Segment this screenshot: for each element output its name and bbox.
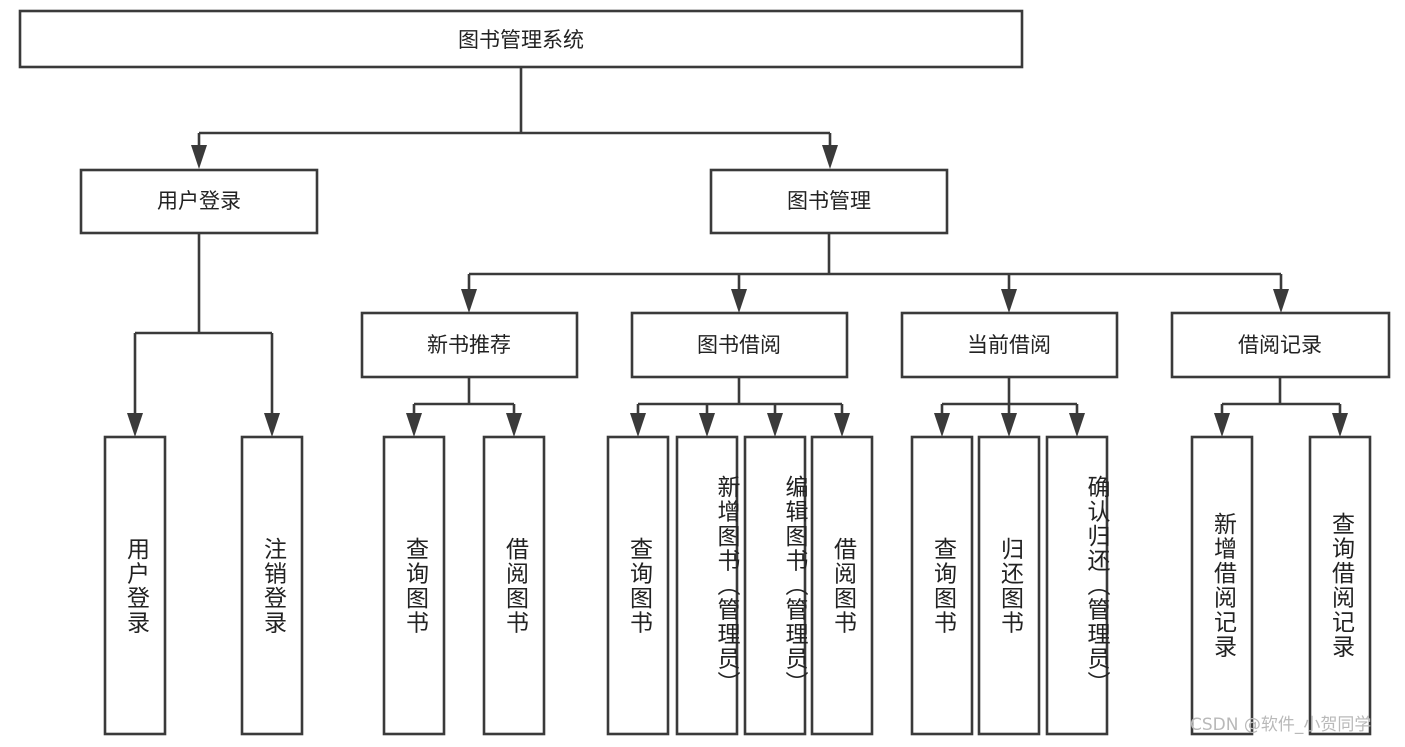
node-user-login-label: 用户登录 <box>157 189 241 213</box>
leaf-box-new-book-recommend-1[interactable] <box>482 435 546 736</box>
leaf-box-user-login-0[interactable] <box>103 435 167 736</box>
node-book-borrow-label: 图书借阅 <box>697 333 781 357</box>
node-new-book-recommend-box[interactable] <box>360 311 579 379</box>
arrow-head-icon <box>699 413 715 437</box>
arrow-head-icon <box>406 413 422 437</box>
arrow-head-icon <box>1332 413 1348 437</box>
node-current-borrow-label: 当前借阅 <box>967 333 1051 357</box>
leaf-box-book-borrow-0[interactable] <box>606 435 670 736</box>
arrow-head-icon <box>264 413 280 437</box>
arrow-head-icon <box>1001 289 1017 313</box>
node-new-book-recommend[interactable]: 新书推荐 <box>360 311 579 379</box>
leaf-box-borrow-record-0[interactable] <box>1190 435 1254 736</box>
connector-new-book-recommend-to-leaves <box>406 377 522 437</box>
arrow-head-icon <box>1069 413 1085 437</box>
node-user-login-box[interactable] <box>79 168 319 235</box>
connector-borrow-record-to-leaves <box>1214 377 1348 437</box>
arrow-head-icon <box>461 289 477 313</box>
leaf-box-current-borrow-0[interactable] <box>910 435 974 736</box>
arrow-head-icon <box>1001 413 1017 437</box>
node-root-label: 图书管理系统 <box>458 28 584 52</box>
node-borrow-record-label: 借阅记录 <box>1238 333 1322 357</box>
node-book-borrow[interactable]: 图书借阅 <box>630 311 849 379</box>
leaf-box-book-borrow-3[interactable] <box>810 435 874 736</box>
leaf-box-current-borrow-2[interactable] <box>1045 435 1109 736</box>
leaf-box-new-book-recommend-0[interactable] <box>382 435 446 736</box>
node-current-borrow-box[interactable] <box>900 311 1119 379</box>
arrow-head-icon <box>767 413 783 437</box>
connector-current-borrow-to-leaves <box>934 377 1085 437</box>
leaf-box-book-borrow-2[interactable] <box>743 435 807 736</box>
arrow-head-icon <box>191 145 207 169</box>
leaf-box-user-login-1[interactable] <box>240 435 304 736</box>
arrow-head-icon <box>630 413 646 437</box>
leaf-box-borrow-record-1[interactable] <box>1308 435 1372 736</box>
arrow-head-icon <box>834 413 850 437</box>
node-book-management-label: 图书管理 <box>787 189 871 213</box>
connector-book-management-to-level3 <box>461 233 1289 313</box>
arrow-head-icon <box>1273 289 1289 313</box>
node-book-management[interactable]: 图书管理 <box>709 168 949 235</box>
node-root-box[interactable] <box>18 9 1024 69</box>
arrow-head-icon <box>506 413 522 437</box>
arrow-head-icon <box>1214 413 1230 437</box>
leaf-box-current-borrow-1[interactable] <box>977 435 1041 736</box>
connector-book-borrow-to-leaves <box>630 377 850 437</box>
node-current-borrow[interactable]: 当前借阅 <box>900 311 1119 379</box>
leaf-box-book-borrow-1[interactable] <box>675 435 739 736</box>
watermark: CSDN @软件_小贺同学 <box>1190 715 1372 735</box>
arrow-head-icon <box>934 413 950 437</box>
connector-root-to-level2 <box>191 67 838 169</box>
node-borrow-record[interactable]: 借阅记录 <box>1170 311 1391 379</box>
arrow-head-icon <box>127 413 143 437</box>
arrow-head-icon <box>731 289 747 313</box>
connector-user-login-to-leaves <box>127 233 280 437</box>
node-root[interactable]: 图书管理系统 <box>18 9 1024 69</box>
arrow-head-icon <box>822 145 838 169</box>
node-new-book-recommend-label: 新书推荐 <box>427 333 511 357</box>
node-user-login[interactable]: 用户登录 <box>79 168 319 235</box>
